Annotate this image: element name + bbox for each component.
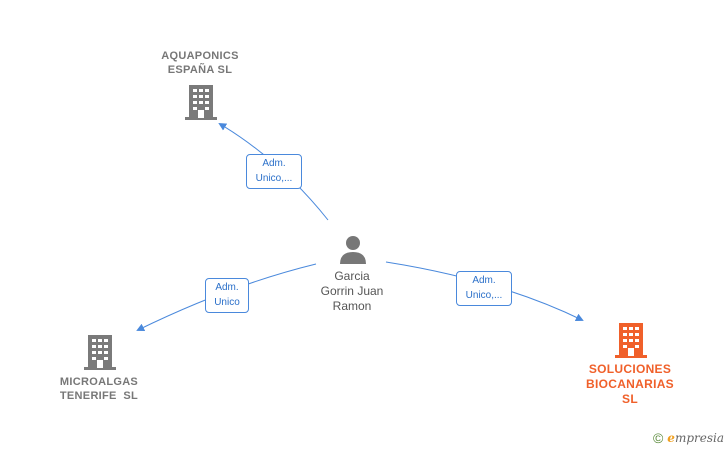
node-label-line: SOLUCIONES [588, 362, 672, 376]
node-label-line: AQUAPONICS [161, 50, 239, 62]
node-label-soluciones[interactable]: SOLUCIONES BIOCANARIAS SL [570, 362, 690, 407]
node-label-line: BIOCANARIAS [586, 377, 674, 391]
edge-label-microalgas[interactable]: Adm. Unico [205, 278, 249, 313]
edge-label-line: Unico [214, 297, 240, 308]
person-icon[interactable] [338, 234, 368, 264]
person-label[interactable]: Garcia Gorrin Juan Ramon [300, 269, 404, 314]
person-label-line: Garcia [334, 269, 370, 283]
edge-label-line: Adm. [215, 282, 239, 293]
node-label-line: ESPAÑA SL [167, 64, 233, 76]
building-icon[interactable] [614, 322, 648, 358]
node-label-line: MICROALGAS [59, 376, 139, 388]
edge-label-soluciones[interactable]: Adm. Unico,... [456, 271, 512, 306]
node-label-line: SL [622, 392, 638, 406]
edge-label-line: Unico,... [465, 290, 503, 301]
edge-label-aquaponics[interactable]: Adm. Unico,... [246, 154, 302, 189]
edge-label-line: Adm. [472, 275, 496, 286]
edge-label-line: Unico,... [255, 173, 293, 184]
node-label-aquaponics[interactable]: AQUAPONICS ESPAÑA SL [150, 49, 250, 77]
building-icon[interactable] [184, 84, 218, 120]
node-label-line: TENERIFE SL [59, 390, 139, 402]
copyright-icon: © [652, 430, 664, 446]
building-icon[interactable] [83, 334, 117, 370]
brand-wordmark: empresia [667, 431, 724, 445]
node-label-microalgas[interactable]: MICROALGAS TENERIFE SL [44, 375, 154, 403]
person-label-line: Gorrin Juan [320, 284, 384, 298]
empresia-logo: © empresia [653, 430, 724, 446]
person-label-line: Ramon [332, 299, 372, 313]
edge-label-line: Adm. [262, 158, 286, 169]
